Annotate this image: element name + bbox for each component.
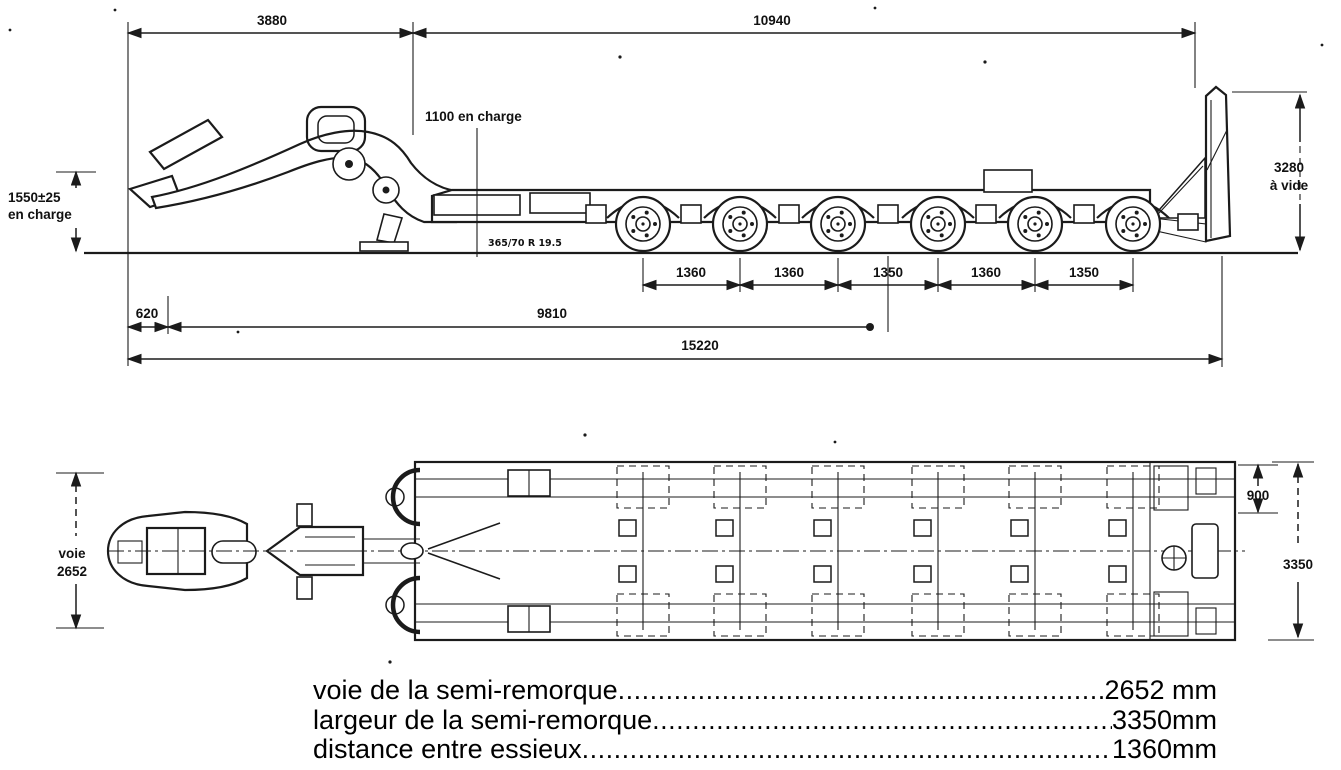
dim-overall-width: 3350 [1283, 557, 1313, 572]
dim-axle-spacing-5: 1350 [1069, 265, 1099, 280]
dim-front-height-note: en charge [8, 207, 72, 222]
dim-axle-spacing-3: 1350 [873, 265, 903, 280]
scan-specks [8, 6, 1324, 664]
dim-rear-offset: 900 [1247, 488, 1270, 503]
wheel-1 [614, 195, 672, 253]
legend: voie de la semi-remorque................… [313, 675, 1217, 765]
dim-kingpin-height: 1100 en charge [425, 109, 522, 124]
legend-value: 3350mm [1111, 704, 1217, 735]
gooseneck [127, 105, 458, 252]
axle-spacing-dimensions: 1360 1360 1350 1360 1350 [641, 256, 1135, 332]
dim-axle-spacing-1: 1360 [676, 265, 706, 280]
dot-leader: ........................................… [617, 676, 1105, 705]
side-view: 365/70 R 19.5 3880 10940 1100 en charge … [8, 13, 1309, 367]
side-view-dimensions: 3880 10940 1100 en charge 1550±25 en cha… [8, 13, 1309, 367]
trailer-side-profile: 365/70 R 19.5 [84, 85, 1298, 255]
dot-leader: ........................................… [581, 735, 1112, 764]
plan-view: voie 2652 900 3350 [56, 460, 1314, 642]
dim-front-overhang: 620 [136, 306, 159, 321]
legend-label: voie de la semi-remorque [313, 675, 618, 705]
plan-dimensions: voie 2652 900 3350 [56, 461, 1314, 641]
dim-gooseneck-length: 3880 [257, 13, 287, 28]
wheel-4 [909, 195, 967, 253]
legend-value: 1360mm [1111, 734, 1217, 764]
dim-overall-length: 15220 [681, 338, 719, 353]
dim-axle-spacing-4: 1360 [971, 265, 1001, 280]
wheel-5 [1006, 195, 1064, 253]
dot-leader: ........................................… [652, 705, 1112, 735]
legend-label: largeur de la semi-remorque [313, 704, 653, 735]
legend-row-width: largeur de la semi-remorque.............… [313, 704, 1217, 736]
plan-axles [616, 465, 1160, 637]
dim-mid-length: 9810 [537, 306, 567, 321]
landing-leg [376, 213, 404, 244]
wheel-2 [711, 195, 769, 253]
legend-label: distance entre essieux [313, 734, 582, 764]
wheel-arch-plan-top [390, 467, 421, 527]
dim-front-height: 1550±25 [8, 190, 61, 205]
dim-deck-length: 10940 [753, 13, 791, 28]
dim-track-label: voie [58, 546, 86, 561]
dim-rear-height-note: à vide [1270, 178, 1309, 193]
wheel-6 [1104, 195, 1162, 253]
wheel-3 [809, 195, 867, 253]
legend-value: 2652 mm [1104, 675, 1217, 705]
gooseneck-handle [305, 105, 367, 153]
dim-axle-spacing-2: 1360 [774, 265, 804, 280]
legend-row-track: voie de la semi-remorque................… [313, 675, 1217, 706]
plan-rear-gear [1149, 462, 1219, 640]
tire-marking: 365/70 R 19.5 [488, 238, 562, 249]
landing-foot [359, 241, 409, 252]
dim-track-value: 2652 [57, 564, 87, 579]
rear-ramp [1144, 85, 1232, 243]
dim-rear-height: 3280 [1274, 160, 1304, 175]
wheel-arch-plan-bottom [390, 575, 421, 635]
legend-row-axle-distance: distance entre essieux..................… [313, 734, 1217, 765]
plan-deck [108, 460, 1245, 642]
